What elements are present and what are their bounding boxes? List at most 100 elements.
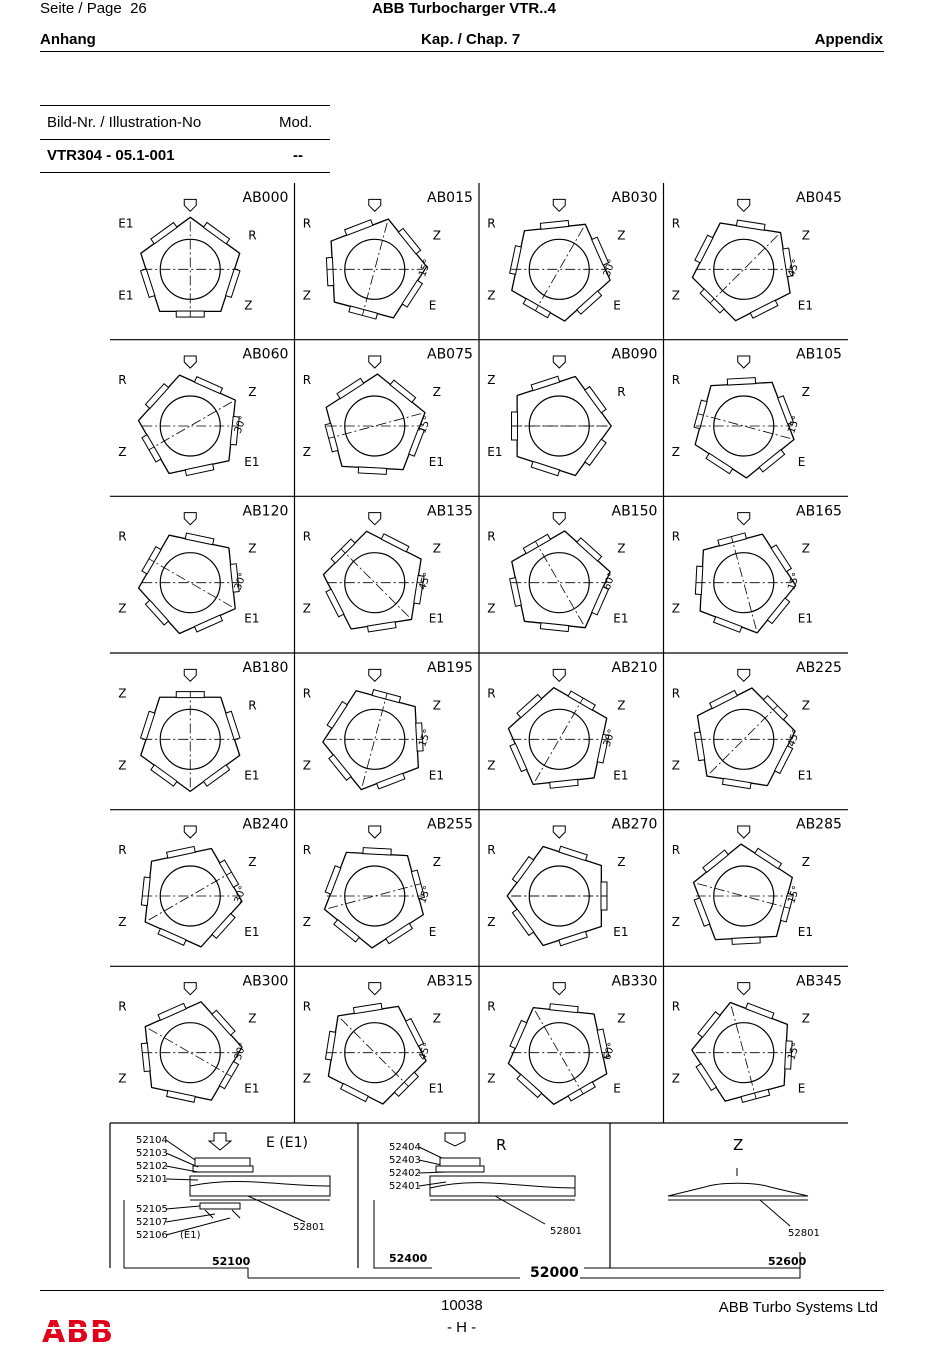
connection-label: Z (248, 385, 256, 399)
arrow-marker-icon (368, 355, 382, 369)
position-code: AB345 (796, 973, 842, 989)
doc-number: 10038 (441, 1297, 483, 1314)
page-label-text: Seite / Page (40, 0, 122, 17)
connection-label: Z (802, 542, 810, 556)
connection-label: Z (617, 698, 625, 712)
part-52404: 52404 (389, 1142, 421, 1153)
arrow-marker-icon (552, 825, 566, 839)
arrow-marker-icon (183, 982, 197, 996)
connection-label: R (303, 686, 311, 700)
connection-label: E1 (613, 612, 628, 626)
connection-label: E (429, 925, 437, 939)
page-label: Seite / Page 26 (40, 0, 147, 17)
casing-outline (140, 1001, 243, 1103)
part-52105: 52105 (136, 1204, 168, 1215)
detail-e: E (E1) 52104 52103 52102 52101 52105 521… (123, 1132, 331, 1278)
arrow-down-icon (207, 1132, 233, 1151)
grid-lines (110, 183, 848, 1123)
part-note-e1: (E1) (180, 1230, 201, 1241)
connection-label: R (303, 843, 311, 857)
grid-cells: AB000E1RE1ZAB015RZZE15°AB030RZZE30°AB045… (118, 190, 842, 1105)
connection-label: E1 (244, 768, 259, 782)
connection-label: E1 (244, 612, 259, 626)
connection-label: E1 (429, 768, 444, 782)
connection-label: Z (303, 915, 311, 929)
arrow-marker-icon (368, 512, 382, 526)
detail-frame (109, 1122, 848, 1268)
connection-label: E1 (798, 768, 813, 782)
detail-z-drawing (584, 1168, 809, 1269)
arrow-marker-icon (552, 355, 566, 369)
connection-label: E (613, 298, 621, 312)
connection-label: Z (118, 602, 126, 616)
connection-label: R (672, 216, 680, 230)
connection-label: Z (487, 602, 495, 616)
connection-label: E1 (613, 925, 628, 939)
position-code: AB225 (796, 660, 842, 676)
connection-label: Z (118, 758, 126, 772)
assembly-52000: 52000 (530, 1265, 579, 1281)
connection-label: R (248, 698, 256, 712)
detail-r-part-list: 52404 52403 52402 52401 52801 (389, 1142, 582, 1237)
connection-label: Z (303, 758, 311, 772)
part-52801-z: 52801 (788, 1228, 820, 1239)
position-code: AB165 (796, 503, 842, 519)
arrow-marker-icon (737, 355, 751, 369)
connection-label: Z (672, 758, 680, 772)
connection-label: E (429, 298, 437, 312)
assembly-52400: 52400 (389, 1252, 428, 1265)
connection-label: R (487, 530, 495, 544)
position-code: AB195 (427, 660, 473, 676)
connection-label: Z (433, 1012, 441, 1026)
arrow-marker-icon (552, 512, 566, 526)
position-code: AB135 (427, 503, 473, 519)
casing-outline (691, 219, 794, 322)
connection-label: R (672, 686, 680, 700)
position-code: AB315 (427, 973, 473, 989)
connection-label: R (303, 530, 311, 544)
connection-label: R (303, 216, 311, 230)
abb-logo: ABB (40, 1315, 118, 1347)
col-mod-header: Mod. (279, 114, 313, 131)
part-52402: 52402 (389, 1168, 421, 1179)
connection-label: Z (303, 602, 311, 616)
connection-label: Z (802, 855, 810, 869)
connection-label: Z (433, 542, 441, 556)
connection-label: Z (303, 445, 311, 459)
connection-label: Z (244, 298, 252, 312)
position-code: AB120 (243, 503, 289, 519)
connection-label: Z (617, 1012, 625, 1026)
connection-label: Z (248, 1012, 256, 1026)
connection-label: Z (118, 1072, 126, 1086)
revision: - H - (447, 1319, 477, 1336)
connection-label: Z (672, 288, 680, 302)
connection-label: Z (487, 1072, 495, 1086)
col-illustration-header: Bild-Nr. / Illustration-No (47, 114, 202, 131)
detail-e-part-list: 52104 52103 52102 52101 52105 52107 5210… (136, 1135, 325, 1241)
connection-label: E1 (429, 455, 444, 469)
position-code: AB030 (612, 190, 658, 206)
connection-label: R (248, 228, 256, 242)
arrow-marker-icon (183, 825, 197, 839)
arrow-marker-icon (737, 512, 751, 526)
connection-label: E1 (798, 298, 813, 312)
connection-label: E1 (118, 216, 133, 230)
part-52103: 52103 (136, 1148, 168, 1159)
connection-label: E1 (118, 288, 133, 302)
part-52403: 52403 (389, 1155, 421, 1166)
connection-label: E1 (798, 612, 813, 626)
arrow-marker-icon (368, 825, 382, 839)
position-code: AB330 (612, 973, 658, 989)
